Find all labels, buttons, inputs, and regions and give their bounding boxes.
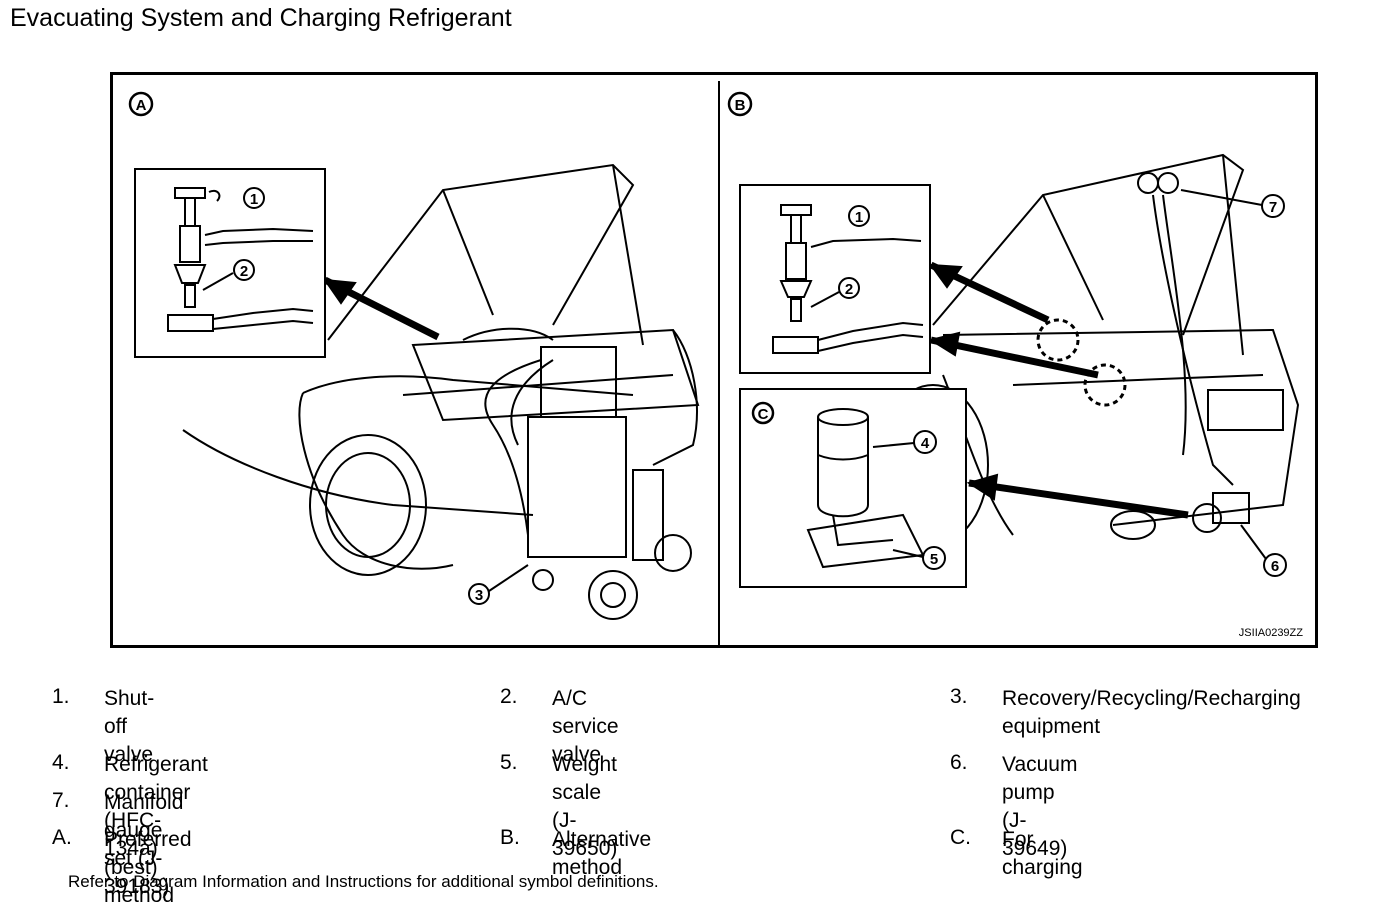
callout-2-a: 2: [240, 263, 248, 280]
panel-label-a: A: [136, 97, 147, 114]
callout-4: 4: [921, 435, 930, 452]
panel-a: [128, 91, 700, 620]
callout-2-b: 2: [845, 281, 853, 298]
page-title: Evacuating System and Charging Refrigera…: [10, 4, 512, 32]
callout-6: 6: [1271, 558, 1279, 575]
callout-1-b: 1: [855, 209, 863, 226]
diagram-figure: A B C 1 2 3 1 2 4 5 6 7 JSIIA0239ZZ: [110, 72, 1318, 648]
callout-3: 3: [475, 587, 483, 604]
panel-label-b: B: [735, 97, 746, 114]
diagram-svg: A B C 1 2 3 1 2 4 5 6 7: [128, 81, 1300, 645]
panel-label-c: C: [758, 406, 769, 423]
figure-code: JSIIA0239ZZ: [1238, 627, 1303, 639]
callout-7: 7: [1269, 199, 1277, 216]
footnote: Refer to Diagram Information and Instruc…: [68, 872, 659, 891]
callout-1-a: 1: [250, 191, 258, 208]
panel-b: [727, 91, 1300, 588]
callout-5: 5: [930, 551, 938, 568]
